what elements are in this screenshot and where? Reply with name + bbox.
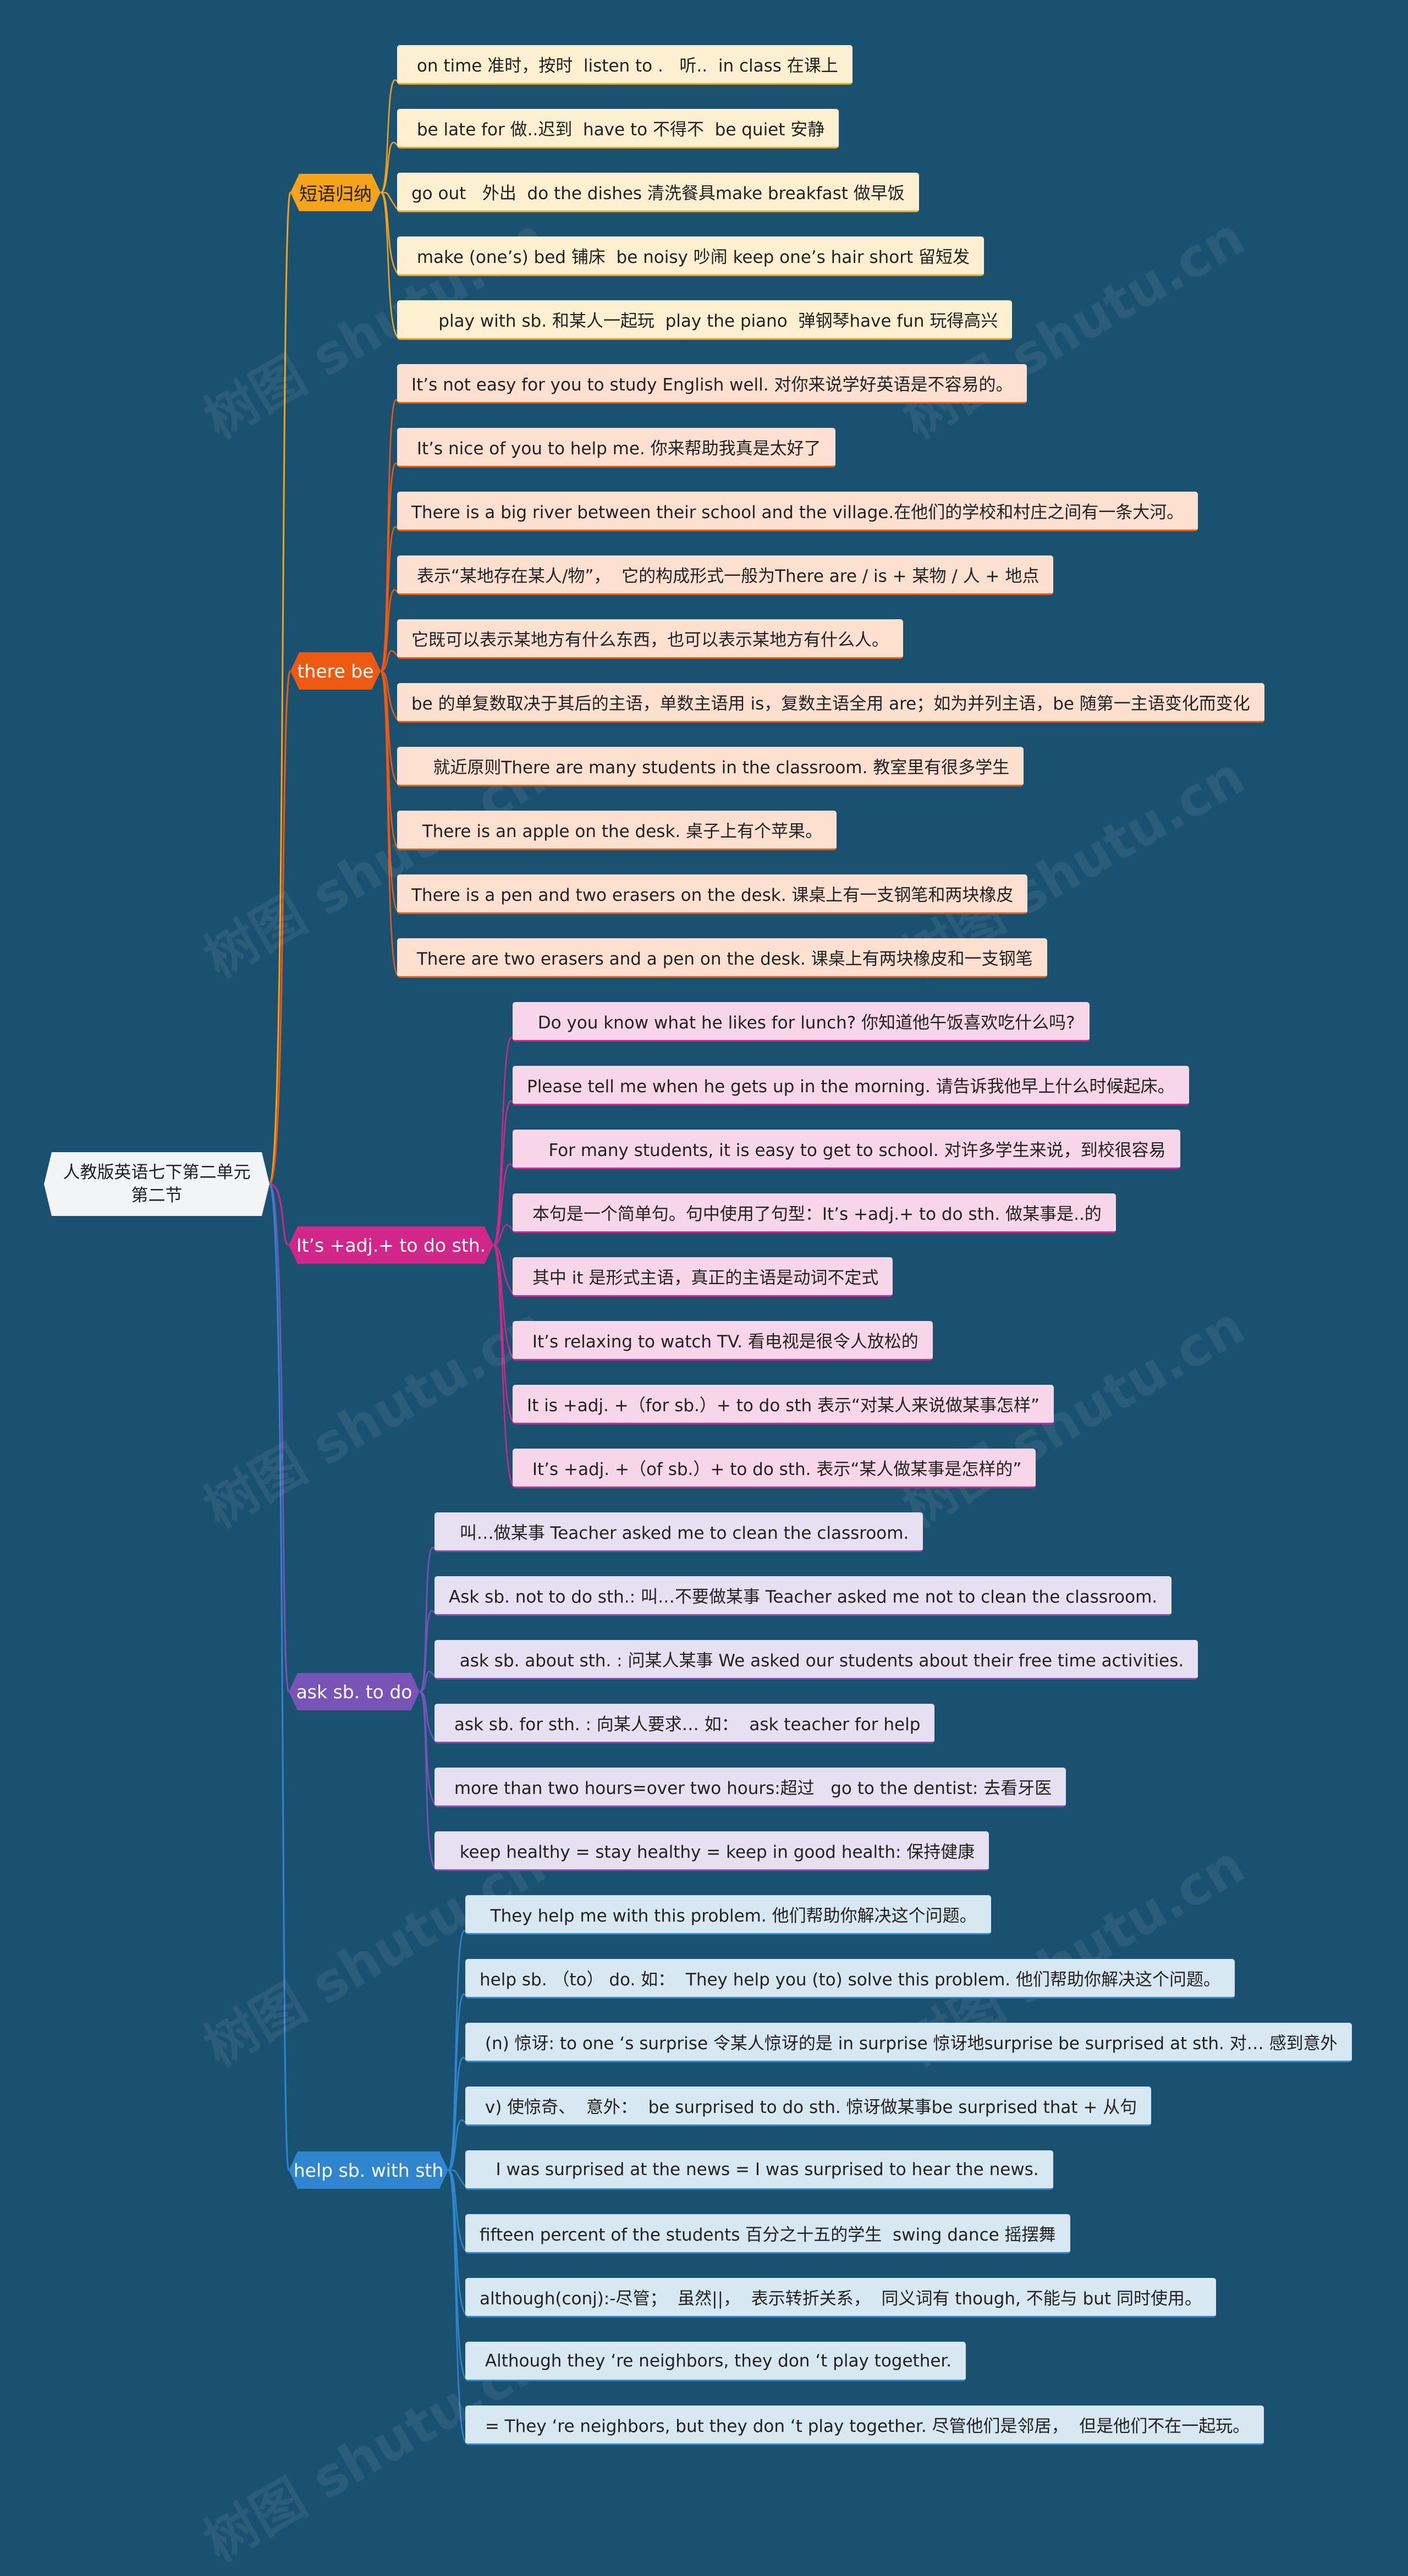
leaf-text: I was surprised at the news = I was surp…	[480, 2159, 1039, 2179]
leaf-node[interactable]: It’s nice of you to help me. 你来帮助我真是太好了	[397, 428, 835, 467]
root-title-line1: 人教版英语七下第二单元	[63, 1163, 251, 1182]
leaf-text: on time 准时，按时 listen to . 听.. in class 在…	[411, 56, 838, 76]
leaf-text: 它既可以表示某地方有什么东西，也可以表示某地方有什么人。	[411, 630, 889, 650]
branch-node-4[interactable]: ask sb. to do	[289, 1673, 420, 1710]
connector-lines	[268, 79, 514, 2442]
leaf-text: There is an apple on the desk. 桌子上有个苹果。	[411, 822, 823, 841]
leaf-text: v) 使惊奇、 意外： be surprised to do sth. 惊讶做某…	[480, 2098, 1137, 2117]
branch-node-3[interactable]: It’s +adj.+ to do sth.	[289, 1226, 493, 1264]
leaf-text: go out 外出 do the dishes 清洗餐具make breakfa…	[411, 184, 905, 203]
leaf-node[interactable]: fifteen percent of the students 百分之十五的学生…	[465, 2214, 1070, 2254]
leaf-text: 叫…做某事 Teacher asked me to clean the clas…	[449, 1523, 909, 1543]
leaf-text: It is +adj. +（for sb.）+ to do sth 表示“对某人…	[527, 1396, 1040, 1416]
leaf-text: more than two hours=over two hours:超过 go…	[449, 1779, 1052, 1798]
leaf-text: be 的单复数取决于其后的主语，单数主语用 is，复数主语全用 are；如为并列…	[411, 694, 1250, 714]
leaf-node[interactable]: 表示“某地存在某人/物”， 它的构成形式一般为There are / is + …	[397, 555, 1054, 595]
leaf-text: play with sb. 和某人一起玩 play the piano 弹钢琴h…	[411, 311, 998, 331]
branch-label: It’s +adj.+ to do sth.	[296, 1234, 486, 1256]
leaf-text: Do you know what he likes for lunch? 你知道…	[527, 1013, 1075, 1033]
leaf-text: ask sb. about sth. : 问某人某事 We asked our …	[449, 1651, 1184, 1671]
leaf-text: Please tell me when he gets up in the mo…	[527, 1077, 1175, 1097]
leaf-node[interactable]: I was surprised at the news = I was surp…	[465, 2150, 1053, 2190]
leaf-node[interactable]: It’s not easy for you to study English w…	[397, 364, 1027, 404]
leaf-node[interactable]: Please tell me when he gets up in the mo…	[513, 1066, 1189, 1105]
leaf-node[interactable]: be late for 做..迟到 have to 不得不 be quiet 安…	[397, 109, 839, 148]
leaf-text: 表示“某地存在某人/物”， 它的构成形式一般为There are / is + …	[411, 566, 1040, 586]
leaf-node[interactable]: play with sb. 和某人一起玩 play the piano 弹钢琴h…	[397, 300, 1013, 340]
leaf-text: Although they ‘re neighbors, they don ‘t…	[480, 2351, 952, 2371]
leaf-node[interactable]: 就近原则There are many students in the class…	[397, 747, 1024, 786]
leaf-node[interactable]: There is a big river between their schoo…	[397, 492, 1198, 531]
leaf-node[interactable]: ask sb. for sth. : 向某人要求… 如： ask teacher…	[435, 1704, 935, 1743]
leaf-text: (n) 惊讶: to one ‘s surprise 令某人惊讶的是 in su…	[480, 2034, 1338, 2054]
leaf-node[interactable]: be 的单复数取决于其后的主语，单数主语用 is，复数主语全用 are；如为并列…	[397, 683, 1264, 723]
branch-node-2[interactable]: there be	[290, 652, 381, 690]
leaf-text: keep healthy = stay healthy = keep in go…	[449, 1842, 975, 1862]
branch-label: help sb. with sth	[293, 2159, 444, 2181]
branch-node-5[interactable]: help sb. with sth	[289, 2151, 448, 2189]
leaf-node[interactable]: Ask sb. not to do sth.: 叫…不要做某事 Teacher …	[435, 1576, 1172, 1616]
leaf-node[interactable]: make (one’s) bed 铺床 be noisy 吵闹 keep one…	[397, 236, 985, 276]
leaf-node[interactable]: There is a pen and two erasers on the de…	[397, 874, 1028, 914]
leaf-node[interactable]: although(conj):-尽管； 虽然||， 表示转折关系， 同义词有 t…	[465, 2278, 1216, 2318]
leaf-text: There is a big river between their schoo…	[411, 503, 1184, 522]
branch-label: 短语归纳	[299, 183, 372, 205]
leaf-node[interactable]: help sb. （to） do. 如： They help you (to) …	[465, 1959, 1235, 1999]
leaf-node[interactable]: = They ‘re neighbors, but they don ‘t pl…	[465, 2406, 1264, 2445]
leaf-text: It’s relaxing to watch TV. 看电视是很令人放松的	[527, 1332, 919, 1352]
leaf-text: 本句是一个简单句。句中使用了句型：It’s +adj.+ to do sth. …	[527, 1204, 1102, 1224]
leaf-text: There is a pen and two erasers on the de…	[411, 885, 1014, 905]
leaf-text: be late for 做..迟到 have to 不得不 be quiet 安…	[411, 120, 825, 140]
leaf-text: They help me with this problem. 他们帮助你解决这…	[480, 1906, 977, 1926]
root-title-line2: 第二节	[131, 1186, 183, 1206]
leaf-text: 就近原则There are many students in the class…	[411, 758, 1010, 778]
leaf-text: although(conj):-尽管； 虽然||， 表示转折关系， 同义词有 t…	[480, 2289, 1202, 2309]
leaf-text: fifteen percent of the students 百分之十五的学生…	[480, 2225, 1056, 2245]
leaf-node[interactable]: Do you know what he likes for lunch? 你知道…	[513, 1002, 1090, 1042]
mindmap-canvas: 树图 shutu.cn 树图 shutu.cn 树图 shutu.cn 树图 s…	[0, 45, 1352, 2573]
leaf-text: help sb. （to） do. 如： They help you (to) …	[480, 1970, 1220, 1990]
root-node[interactable]: 人教版英语七下第二单元 第二节	[44, 1152, 270, 1216]
leaf-node[interactable]: on time 准时，按时 listen to . 听.. in class 在…	[397, 45, 853, 85]
leaf-node[interactable]: go out 外出 do the dishes 清洗餐具make breakfa…	[397, 173, 919, 212]
leaf-node[interactable]: more than two hours=over two hours:超过 go…	[435, 1768, 1066, 1807]
leaf-text: Ask sb. not to do sth.: 叫…不要做某事 Teacher …	[449, 1587, 1158, 1607]
leaf-node[interactable]: It is +adj. +（for sb.）+ to do sth 表示“对某人…	[513, 1385, 1054, 1424]
leaf-text: For many students, it is easy to get to …	[527, 1141, 1166, 1160]
leaf-text: 其中 it 是形式主语，真正的主语是动词不定式	[527, 1268, 879, 1288]
leaf-node[interactable]: keep healthy = stay healthy = keep in go…	[435, 1831, 989, 1871]
leaf-text: It’s not easy for you to study English w…	[411, 375, 1013, 395]
leaf-node[interactable]: 其中 it 是形式主语，真正的主语是动词不定式	[513, 1257, 893, 1297]
leaf-node[interactable]: It’s relaxing to watch TV. 看电视是很令人放松的	[513, 1321, 933, 1361]
leaf-node[interactable]: There is an apple on the desk. 桌子上有个苹果。	[397, 811, 837, 850]
leaf-text: There are two erasers and a pen on the d…	[411, 949, 1033, 969]
leaf-node[interactable]: For many students, it is easy to get to …	[513, 1130, 1180, 1169]
leaf-node[interactable]: It’s +adj. +（of sb.）+ to do sth. 表示“某人做某…	[513, 1449, 1036, 1488]
leaf-node[interactable]: They help me with this problem. 他们帮助你解决这…	[465, 1895, 991, 1935]
leaf-text: make (one’s) bed 铺床 be noisy 吵闹 keep one…	[411, 247, 970, 267]
leaf-text: ask sb. for sth. : 向某人要求… 如： ask teacher…	[449, 1715, 921, 1735]
leaf-node[interactable]: ask sb. about sth. : 问某人某事 We asked our …	[435, 1640, 1198, 1680]
leaf-node[interactable]: 它既可以表示某地方有什么东西，也可以表示某地方有什么人。	[397, 619, 903, 659]
leaf-node[interactable]: 叫…做某事 Teacher asked me to clean the clas…	[435, 1512, 923, 1552]
leaf-text: = They ‘re neighbors, but they don ‘t pl…	[480, 2417, 1250, 2436]
leaf-node[interactable]: Although they ‘re neighbors, they don ‘t…	[465, 2342, 966, 2381]
branch-label: there be	[297, 660, 374, 682]
leaf-text: It’s +adj. +（of sb.）+ to do sth. 表示“某人做某…	[527, 1460, 1022, 1479]
branch-label: ask sb. to do	[296, 1681, 413, 1703]
leaf-text: It’s nice of you to help me. 你来帮助我真是太好了	[411, 439, 821, 459]
leaf-node[interactable]: (n) 惊讶: to one ‘s surprise 令某人惊讶的是 in su…	[465, 2023, 1352, 2062]
leaf-node[interactable]: v) 使惊奇、 意外： be surprised to do sth. 惊讶做某…	[465, 2087, 1152, 2126]
leaf-node[interactable]: There are two erasers and a pen on the d…	[397, 938, 1047, 978]
leaf-node[interactable]: 本句是一个简单句。句中使用了句型：It’s +adj.+ to do sth. …	[513, 1193, 1116, 1233]
branch-node-1[interactable]: 短语归纳	[290, 174, 381, 211]
